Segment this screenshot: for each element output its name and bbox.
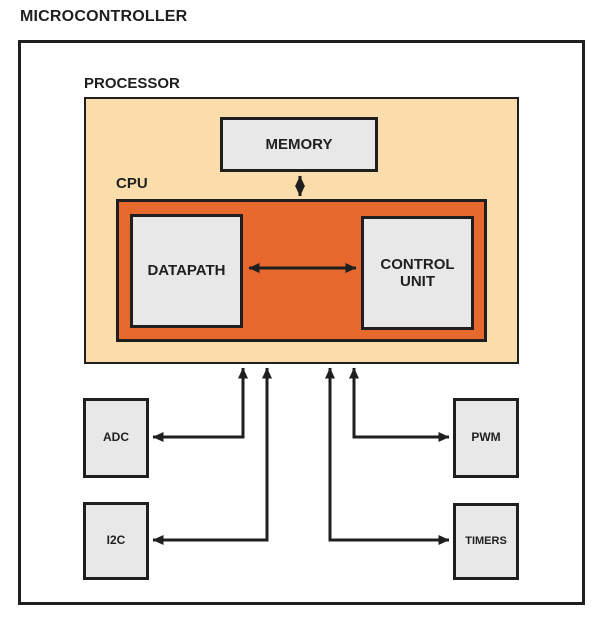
pwm-box: PWM <box>453 398 519 478</box>
i2c-box: I2C <box>83 502 149 580</box>
timers-box: TIMERS <box>453 503 519 580</box>
adc-label: ADC <box>103 430 129 445</box>
timers-label: TIMERS <box>465 535 507 548</box>
cpu-label: CPU <box>116 175 148 192</box>
control-unit-label: CONTROL UNIT <box>380 255 455 290</box>
processor-label: PROCESSOR <box>84 75 180 92</box>
datapath-box: DATAPATH <box>130 214 243 328</box>
control-unit-box: CONTROL UNIT <box>361 216 474 330</box>
diagram-title: MICROCONTROLLER <box>20 8 188 25</box>
memory-box: MEMORY <box>220 117 378 172</box>
adc-box: ADC <box>83 398 149 478</box>
memory-label: MEMORY <box>265 135 333 153</box>
i2c-label: I2C <box>106 533 126 548</box>
datapath-label: DATAPATH <box>147 262 226 280</box>
pwm-label: PWM <box>471 430 501 445</box>
